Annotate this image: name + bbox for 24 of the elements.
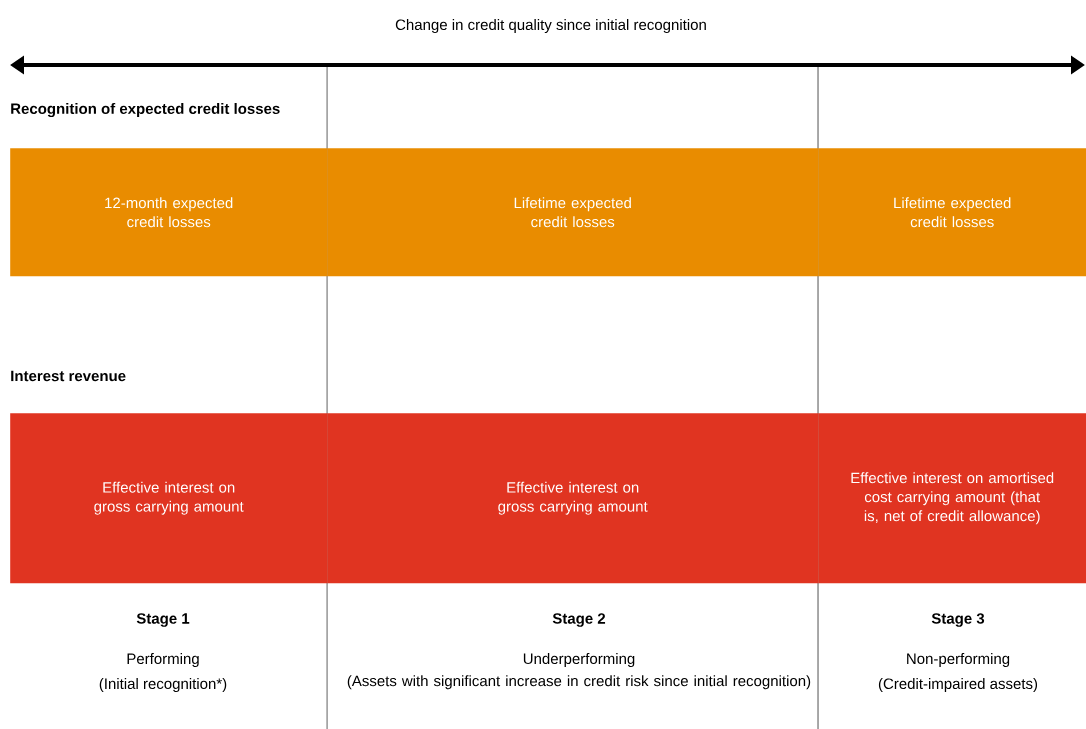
- node-label: Effective interest on amortised cost carrying amount (that is, net of credit allowance): [851, 472, 1054, 525]
- axis-title: Change in credit quality since initial recognition: [395, 19, 706, 33]
- stage-description: Performing: [127, 653, 199, 667]
- section-heading: Recognition of expected credit losses: [11, 103, 280, 118]
- node-label: 12-month expected credit losses: [105, 197, 233, 228]
- band-cell: Lifetime expected credit losses: [818, 148, 1086, 277]
- band-cell: Effective interest on gross carrying amount: [10, 413, 328, 584]
- stage-description: Underperforming: [523, 653, 635, 667]
- band-cell: Lifetime expected credit losses: [327, 148, 819, 277]
- band-cell: Effective interest on amortised cost carrying amount (that is, net of credit allowance): [818, 413, 1086, 584]
- band-cell: Effective interest on gross carrying amount: [327, 413, 819, 584]
- band-cell: 12-month expected credit losses: [10, 148, 328, 277]
- stage-heading: Stage 3: [931, 613, 985, 627]
- stage-description: (Initial recognition*): [99, 678, 227, 692]
- stage-heading: Stage 2: [552, 613, 606, 627]
- stage-description: Non-performing: [907, 653, 1010, 667]
- stage-description: (Assets with significant increase in credit risk since initial recognition): [347, 675, 811, 690]
- node-label: Lifetime expected credit losses: [514, 197, 631, 228]
- node-label: Effective interest on gross carrying amount: [498, 481, 648, 515]
- stage-description: (Credit-impaired assets): [878, 678, 1038, 692]
- stage-heading: Stage 1: [136, 613, 190, 627]
- section-heading: Interest revenue: [11, 370, 126, 382]
- node-label: Effective interest on gross carrying amount: [94, 481, 244, 515]
- node-label: Lifetime expected credit losses: [894, 197, 1011, 228]
